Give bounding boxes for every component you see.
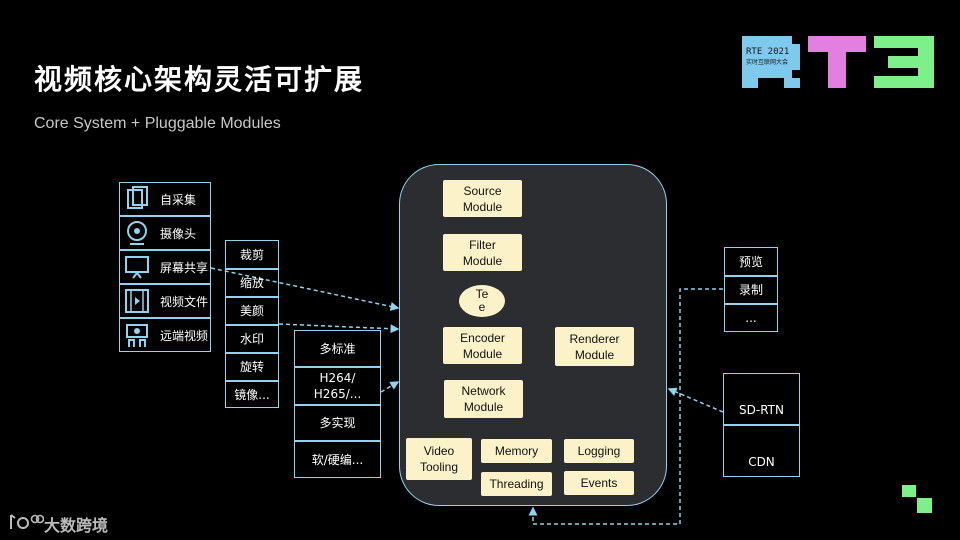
file-capture-icon <box>124 186 150 212</box>
source-label: 远端视频 <box>160 328 209 343</box>
filter-to-core-line <box>278 323 400 334</box>
source-label: 自采集 <box>160 192 197 207</box>
filter-item[interactable]: 缩放 <box>225 269 279 297</box>
encoder-to-core-line <box>380 381 400 393</box>
output-item[interactable]: 预览 <box>724 247 778 276</box>
source-item[interactable]: 屏幕共享 <box>119 250 211 284</box>
filter-item[interactable]: 裁剪 <box>225 240 279 269</box>
source-item[interactable]: 视频文件 <box>119 284 211 318</box>
filter-item[interactable]: 美颜 <box>225 297 279 325</box>
source-label: 视频文件 <box>160 294 209 309</box>
encoder-item[interactable]: 软/硬编... <box>294 441 381 478</box>
brand-text: 大数跨境 <box>44 516 109 535</box>
memory-module[interactable]: Memory <box>481 439 552 463</box>
logging-module[interactable]: Logging <box>564 439 634 463</box>
network-module[interactable]: Network Module <box>444 380 523 418</box>
filter-item[interactable]: 镜像... <box>225 381 279 408</box>
source-to-core-line <box>210 267 400 311</box>
video-tooling-module[interactable]: Video Tooling <box>406 438 472 480</box>
filter-item[interactable]: 旋转 <box>225 353 279 381</box>
source-item[interactable]: 摄像头 <box>119 216 211 250</box>
page-subtitle: Core System + Pluggable Modules <box>34 115 281 132</box>
rte-logo: RTE 2021 实时互联网大会 <box>742 36 934 92</box>
network-to-core-line <box>667 387 724 413</box>
logo-text: RTE 2021 <box>746 47 789 57</box>
network-item[interactable]: SD-RTN <box>723 373 800 425</box>
source-label: 屏幕共享 <box>160 260 209 275</box>
remote-video-icon <box>124 322 150 348</box>
threading-module[interactable]: Threading <box>481 472 552 496</box>
tee-module[interactable]: Te e <box>459 285 505 317</box>
encoder-module[interactable]: Encoder Module <box>443 327 522 364</box>
source-label: 摄像头 <box>160 226 197 241</box>
webcam-icon <box>124 220 150 246</box>
source-item[interactable]: 远端视频 <box>119 318 211 352</box>
filter-item[interactable]: 水印 <box>225 325 279 353</box>
screen-share-icon <box>124 254 150 280</box>
decorative-squares-icon <box>902 485 932 519</box>
output-to-core-line <box>679 288 723 415</box>
rte-logo-graphic: RTE 2021 实时互联网大会 <box>742 36 934 88</box>
events-module[interactable]: Events <box>564 471 634 495</box>
page-title: 视频核心架构灵活可扩展 <box>34 63 365 96</box>
encoder-item[interactable]: 多实现 <box>294 405 381 441</box>
output-item[interactable]: ... <box>724 304 778 332</box>
source-item[interactable]: 自采集 <box>119 182 211 216</box>
network-item[interactable]: CDN <box>723 425 800 477</box>
bottom-loop-line <box>528 415 681 525</box>
brand-mark-icon <box>8 512 45 536</box>
video-file-icon <box>124 288 150 314</box>
encoder-item[interactable]: H264/ H265/... <box>294 367 381 405</box>
encoder-item[interactable]: 多标准 <box>294 330 381 367</box>
output-item[interactable]: 录制 <box>724 276 778 304</box>
logo-subtext: 实时互联网大会 <box>746 58 788 66</box>
filter-module[interactable]: Filter Module <box>443 234 522 271</box>
renderer-module[interactable]: Renderer Module <box>555 327 634 366</box>
source-module[interactable]: Source Module <box>443 180 522 217</box>
